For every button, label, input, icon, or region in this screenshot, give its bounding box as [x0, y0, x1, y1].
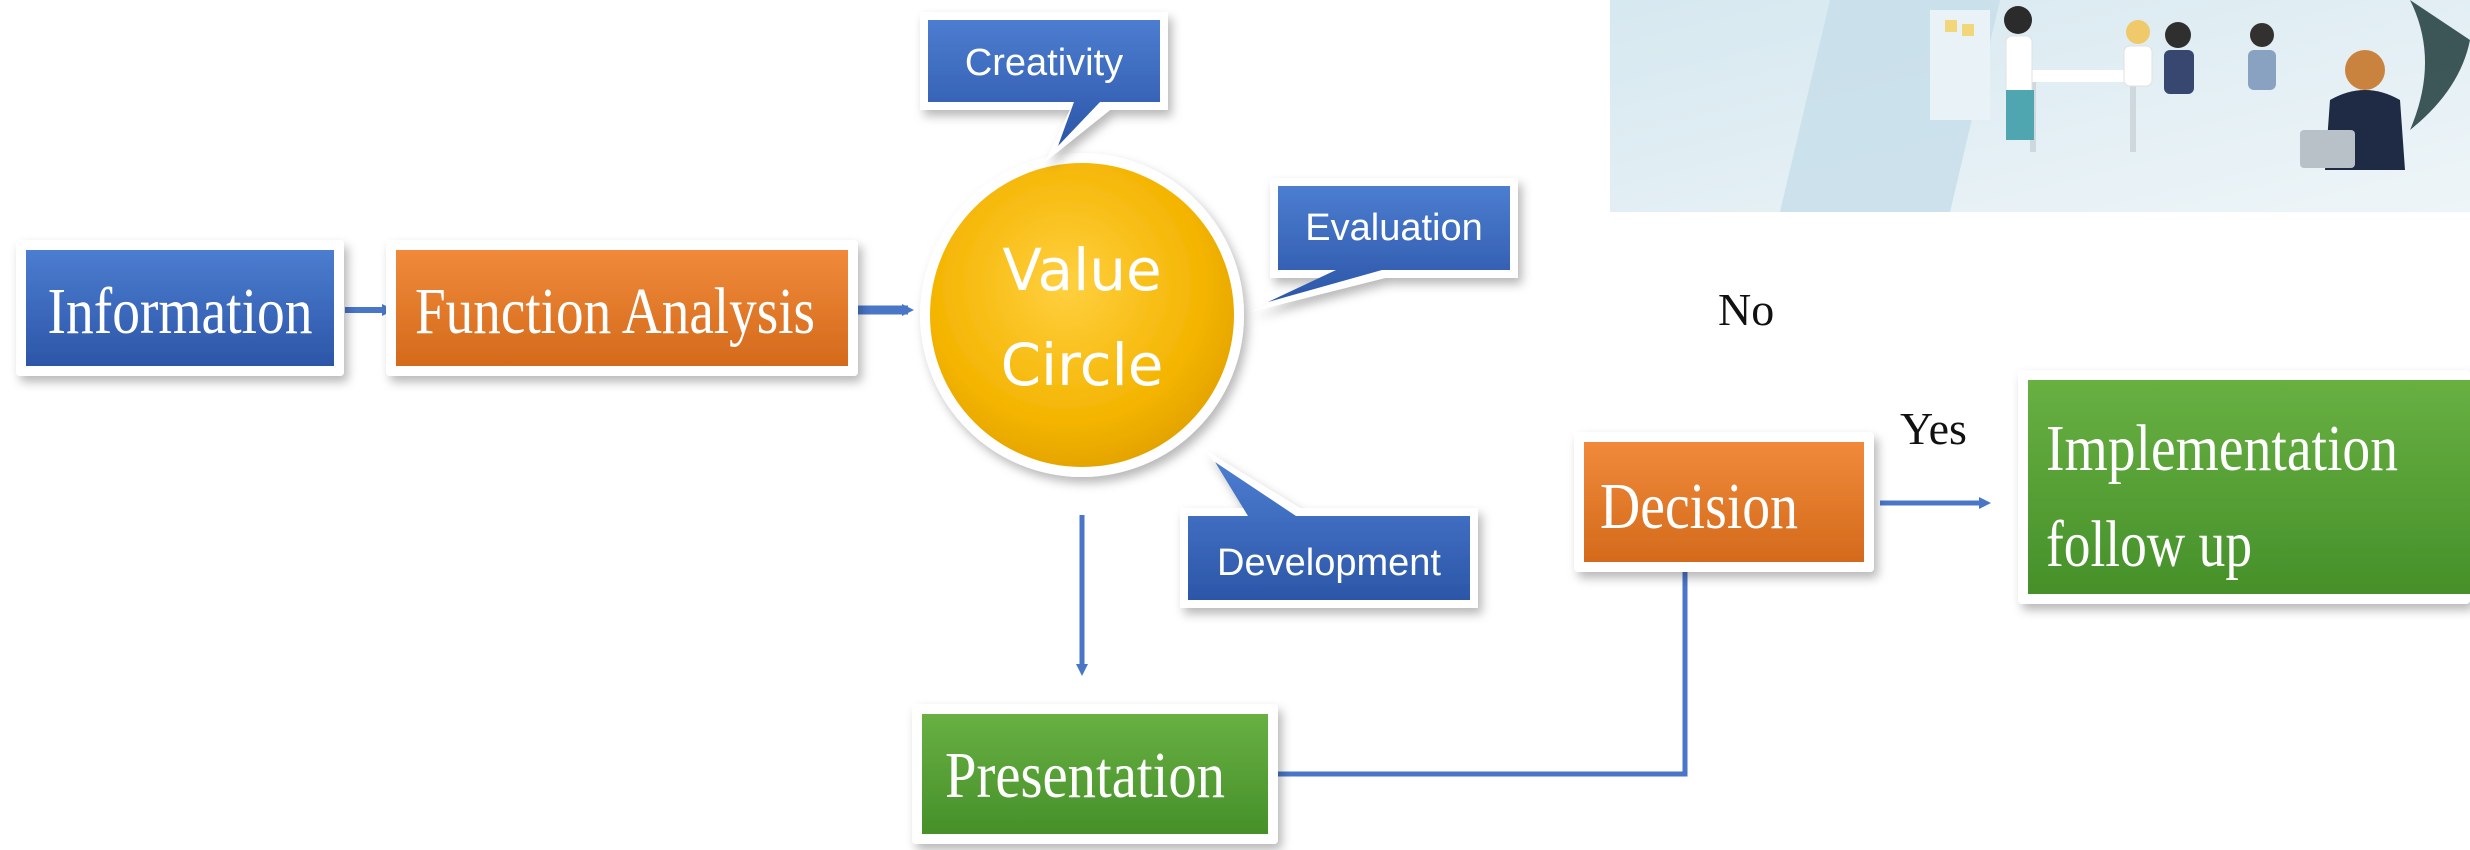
- implementation-label-line2: follow up: [2046, 508, 2252, 581]
- implementation-label-line1: Implementation: [2046, 412, 2398, 485]
- function-analysis-label: Function Analysis: [415, 275, 815, 348]
- value-circle-node: [920, 153, 1244, 477]
- information-node: [16, 240, 344, 376]
- implementation-node: [2018, 370, 2470, 604]
- creativity-callout: [920, 12, 1168, 162]
- connectors: [345, 304, 1991, 777]
- value-circle-label-line2: Circle: [1001, 331, 1164, 399]
- value-circle-label-line1: Value: [1002, 236, 1161, 304]
- no-label: No: [1718, 284, 1774, 335]
- evaluation-label: Evaluation: [1305, 207, 1482, 249]
- decision-label: Decision: [1600, 470, 1798, 543]
- presentation-node: [912, 704, 1278, 844]
- team-meeting-illustration: [1610, 0, 2470, 212]
- presentation-label: Presentation: [945, 739, 1225, 812]
- function-analysis-node: [386, 240, 858, 376]
- line-presentation-to-decision: [1275, 570, 1688, 777]
- development-label: Development: [1217, 542, 1441, 584]
- development-callout: [1180, 450, 1478, 608]
- information-label: Information: [48, 275, 313, 348]
- decision-node: [1574, 432, 1874, 572]
- creativity-label: Creativity: [965, 42, 1123, 84]
- yes-label: Yes: [1900, 403, 1967, 454]
- evaluation-callout: [1250, 178, 1518, 312]
